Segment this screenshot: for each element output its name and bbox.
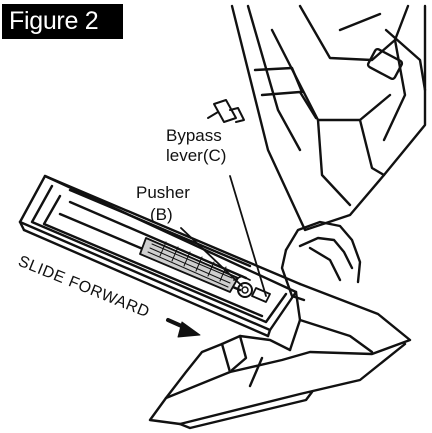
bypass-lever-callout-line2: lever(C) — [166, 146, 227, 165]
figure-label: Figure 2 — [9, 7, 99, 35]
tool-body — [230, 4, 427, 232]
figure-label-badge: Figure 2 — [2, 4, 123, 39]
bypass-leader-line — [229, 175, 267, 297]
pusher-assembly — [139, 237, 271, 303]
pusher-leader-line — [180, 227, 243, 287]
pusher-callout-line1: Pusher — [136, 183, 190, 202]
pusher-callout-line2: (B) — [150, 205, 173, 224]
air-fitting — [207, 99, 245, 123]
tool-neck — [280, 220, 362, 302]
arrow-right-icon — [166, 318, 201, 338]
bypass-lever-callout-line1: Bypass — [166, 126, 222, 145]
leader-lines — [180, 175, 267, 297]
base-plate — [148, 282, 412, 430]
